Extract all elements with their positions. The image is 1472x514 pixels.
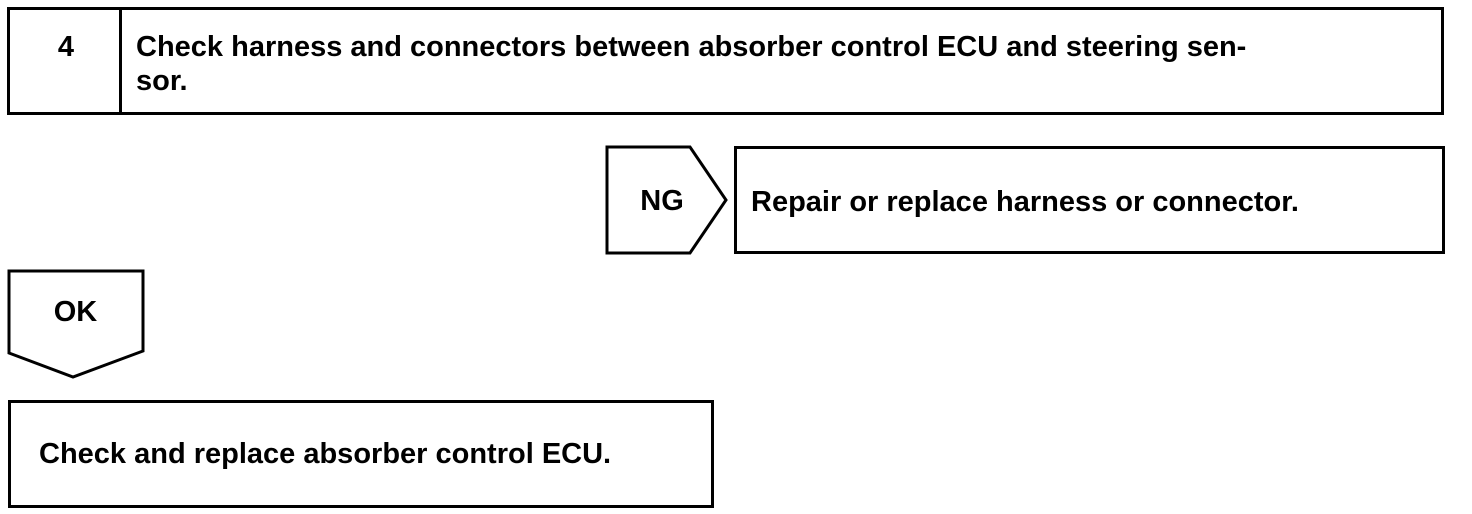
step-number-cell: 4 [10, 10, 122, 112]
ng-result-text: Repair or replace harness or connector. [751, 186, 1299, 218]
ok-label: OK [53, 296, 98, 328]
step-title: Check harness and connectors between abs… [136, 31, 1247, 97]
step-header: 4 Check harness and connectors between a… [7, 7, 1444, 115]
step-number: 4 [57, 31, 75, 63]
ng-label: NG [640, 185, 684, 217]
ok-arrow-shape [7, 269, 145, 379]
ng-result-box: Repair or replace harness or connector. [734, 146, 1445, 254]
ng-arrow-shape [605, 145, 728, 255]
ok-result-box: Check and replace absorber control ECU. [8, 400, 714, 508]
ok-result-text: Check and replace absorber control ECU. [39, 438, 612, 470]
